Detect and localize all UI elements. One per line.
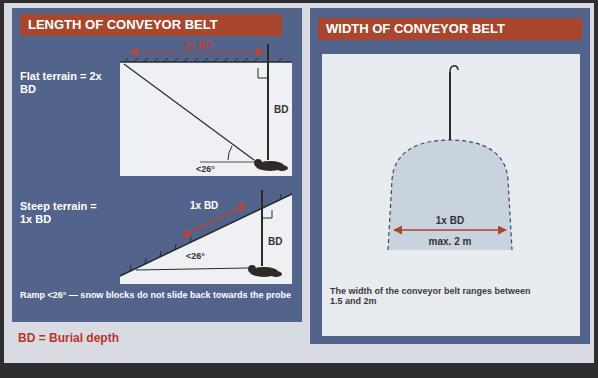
terrain-note: Steep terrain = 1x BD xyxy=(20,200,112,225)
dimension-label: 1x BD xyxy=(420,215,480,227)
buried-person xyxy=(254,159,288,171)
angle-label: <26° xyxy=(196,164,230,174)
probe-handle xyxy=(450,66,458,72)
right-angle-mark xyxy=(262,210,272,218)
dimension-label: BD xyxy=(268,236,288,248)
angle-arc xyxy=(228,146,232,160)
dimension-label: BD xyxy=(274,104,292,116)
slope-hatching xyxy=(130,194,281,271)
conveyor-outline xyxy=(388,140,512,250)
snow-area xyxy=(120,194,292,284)
legend-note: BD = Burial depth xyxy=(18,332,218,346)
caption-note: The width of the conveyor belt ranges be… xyxy=(330,286,540,307)
buried-person xyxy=(248,265,282,277)
snow-area xyxy=(120,62,292,176)
right-angle-mark xyxy=(258,68,268,78)
ramp-line xyxy=(124,64,254,160)
snow-area xyxy=(322,54,580,336)
panel-heading: LENGTH OF CONVEYOR BELT xyxy=(20,14,282,36)
probe xyxy=(267,44,269,160)
probe xyxy=(261,190,263,266)
dimension-label: 1x BD xyxy=(190,200,230,212)
probe xyxy=(449,72,451,140)
panel-heading: WIDTH OF CONVEYOR BELT xyxy=(318,18,582,40)
width-arrow xyxy=(394,229,506,231)
note: Ramp <26° — snow blocks do not slide bac… xyxy=(20,290,296,300)
surface-hatching xyxy=(124,58,282,62)
angle-baseline xyxy=(200,162,262,163)
dimension-label: max. 2 m xyxy=(415,236,485,248)
dimension-label: 2x BD xyxy=(176,40,220,52)
angle-label: <26° xyxy=(186,251,220,261)
snow-surface xyxy=(120,61,292,63)
snow-slope xyxy=(120,194,292,276)
terrain-note: Flat terrain = 2x BD xyxy=(20,70,112,95)
ramp-line xyxy=(136,268,248,270)
